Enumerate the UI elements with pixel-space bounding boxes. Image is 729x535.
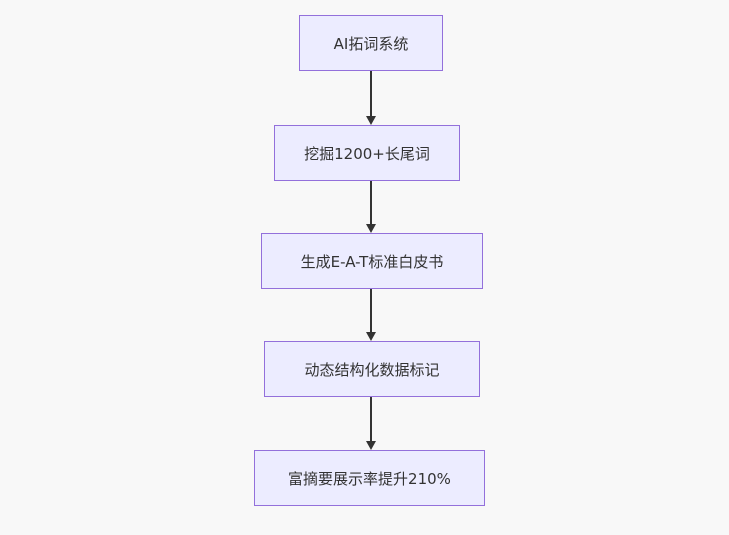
flow-node-label: AI拓词系统: [333, 34, 409, 53]
flow-node-eat-whitepaper: 生成E-A-T标准白皮书: [261, 233, 483, 289]
flow-arrow-2: [365, 181, 377, 233]
flow-node-label: 富摘要展示率提升210%: [288, 469, 451, 488]
arrowhead-down-icon: [366, 224, 376, 233]
flow-node-rich-snippet-result: 富摘要展示率提升210%: [254, 450, 485, 506]
flow-arrow-1: [365, 71, 377, 125]
flow-arrow-4: [365, 397, 377, 450]
flow-node-structured-data-markup: 动态结构化数据标记: [264, 341, 480, 397]
arrow-line: [370, 71, 372, 116]
arrowhead-down-icon: [366, 332, 376, 341]
arrow-line: [370, 397, 372, 441]
flow-node-ai-keyword-system: AI拓词系统: [299, 15, 443, 71]
flow-node-label: 生成E-A-T标准白皮书: [300, 252, 444, 271]
flow-node-longtail-mining: 挖掘1200+长尾词: [274, 125, 460, 181]
flow-node-label: 挖掘1200+长尾词: [304, 144, 430, 163]
arrow-line: [370, 181, 372, 224]
flow-arrow-3: [365, 289, 377, 341]
flow-node-label: 动态结构化数据标记: [304, 360, 440, 379]
arrow-line: [370, 289, 372, 332]
arrowhead-down-icon: [366, 116, 376, 125]
arrowhead-down-icon: [366, 441, 376, 450]
